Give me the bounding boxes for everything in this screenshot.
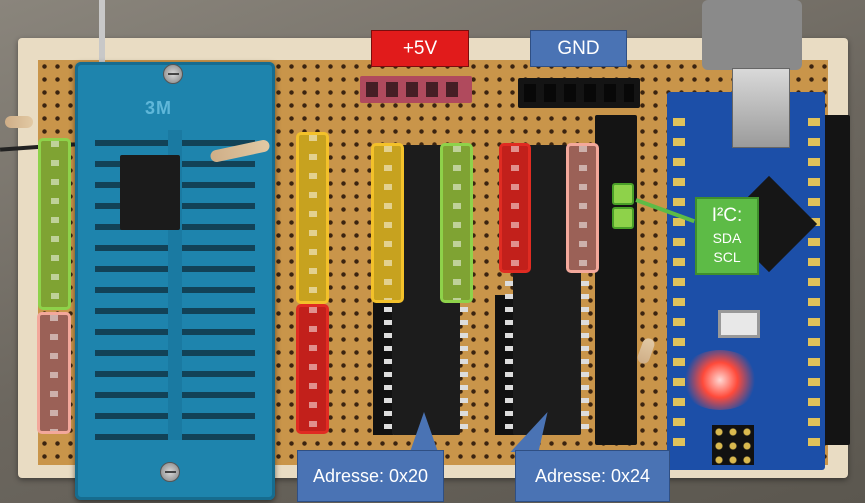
arduino-pins-left [673, 118, 685, 448]
female-header-column [595, 115, 637, 445]
highlight-rose-left [37, 312, 71, 434]
callout-tail-left [410, 412, 438, 452]
highlight-rose-2 [566, 143, 599, 273]
ground-header [518, 78, 640, 108]
reset-button [718, 310, 760, 338]
i2c-scl-pin-marker [612, 207, 634, 229]
zif-logo: 3M [145, 98, 173, 118]
eeprom-chip [120, 155, 180, 230]
power-led-glow [680, 350, 760, 410]
power-header [360, 76, 472, 103]
screw-bottom [160, 462, 180, 482]
highlight-red-2 [499, 143, 531, 273]
resistor-left [5, 116, 33, 128]
address-label-right: Adresse: 0x24 [515, 450, 670, 502]
usb-cable [702, 0, 802, 70]
highlight-red-1 [296, 304, 329, 434]
i2c-label-sda: SDA [712, 230, 742, 247]
address-label-left: Adresse: 0x20 [297, 450, 444, 502]
highlight-green-2 [440, 143, 473, 303]
power-label: +5V [371, 30, 469, 67]
highlight-green-left [38, 138, 71, 310]
zif-lever [99, 0, 105, 62]
highlight-yellow-2 [371, 143, 404, 303]
icsp-header [712, 425, 754, 465]
i2c-sda-pin-marker [612, 183, 634, 205]
ground-label: GND [530, 30, 627, 67]
i2c-label-title: I²C: [711, 205, 743, 227]
i2c-label-scl: SCL [713, 249, 741, 266]
mini-usb-port [732, 68, 790, 148]
arduino-pins-right [808, 118, 820, 448]
female-header-right [820, 115, 850, 445]
highlight-yellow-1 [296, 132, 329, 304]
arduino-nano [667, 92, 825, 470]
screw-top [163, 64, 183, 84]
i2c-label: I²C: SDA SCL [695, 197, 759, 275]
